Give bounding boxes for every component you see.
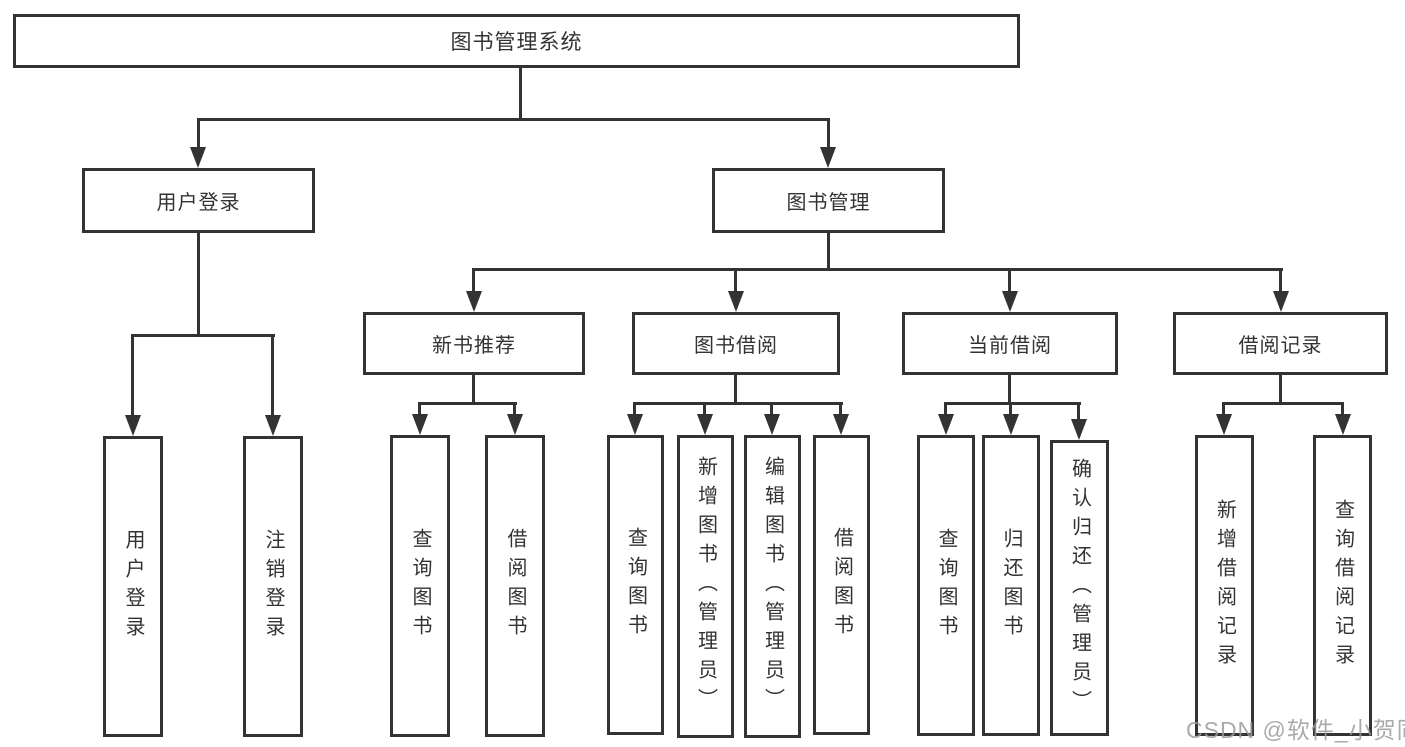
arrow-down-icon <box>190 147 206 168</box>
leaf-nbr-query-books: 查询图书 <box>390 435 450 737</box>
connector-level3-horizontal <box>472 268 1283 271</box>
node-current-borrowing: 当前借阅 <box>902 312 1118 375</box>
connector-book-mgmt-drop <box>827 120 830 150</box>
connector-mgmt-branch-stem <box>827 232 830 270</box>
leaf-cb-return-books-label: 归还图书 <box>1000 527 1022 644</box>
connector-new-book-drop <box>472 270 475 292</box>
connector-br-leaf2-drop <box>1341 404 1344 415</box>
connector-nbr-leaf2-drop <box>513 404 516 415</box>
leaf-bb-borrow-books: 借阅图书 <box>813 435 870 735</box>
connector-bb-leaf2-drop <box>703 404 706 415</box>
leaf-br-query-record-label: 查询借阅记录 <box>1331 498 1354 673</box>
leaf-cb-confirm-return-admin: 确认归还（管理员） <box>1050 440 1109 736</box>
arrow-down-icon <box>820 147 836 168</box>
node-current-borrowing-label: 当前借阅 <box>968 335 1052 357</box>
arrow-down-icon <box>627 414 643 435</box>
leaf-nbr-borrow-books-label: 借阅图书 <box>504 528 526 644</box>
connector-leaf-logout-drop <box>271 336 274 416</box>
connector-cb-leaf2-drop <box>1009 404 1012 415</box>
leaf-bb-query-books-label: 查询图书 <box>624 527 647 643</box>
connector-bb-leaf4-drop <box>839 404 842 415</box>
leaf-cb-query-books-label: 查询图书 <box>935 527 957 644</box>
connector-cb-leaf3-drop <box>1077 404 1080 419</box>
arrow-down-icon <box>1003 414 1019 435</box>
node-borrowing-records-label: 借阅记录 <box>1238 335 1323 357</box>
node-new-book-recommend-label: 新书推荐 <box>432 335 516 357</box>
node-root: 图书管理系统 <box>13 14 1020 68</box>
leaf-br-add-record: 新增借阅记录 <box>1195 435 1254 736</box>
node-book-borrowing: 图书借阅 <box>632 312 840 375</box>
connector-user-login-drop <box>197 120 200 150</box>
arrow-down-icon <box>1002 291 1018 312</box>
leaf-user-login-label: 用户登录 <box>122 528 144 645</box>
leaf-cb-confirm-return-admin-label: 确认归还（管理员） <box>1068 457 1091 719</box>
arrow-down-icon <box>125 415 141 436</box>
connector-br-leaf1-drop <box>1222 404 1225 415</box>
connector-leaf-user-login-drop <box>131 336 134 416</box>
leaf-cb-return-books: 归还图书 <box>982 435 1040 736</box>
leaf-logout-label: 注销登录 <box>262 528 284 645</box>
arrow-down-icon <box>466 291 482 312</box>
leaf-br-add-record-label: 新增借阅记录 <box>1213 498 1236 673</box>
connector-nbr-stem <box>472 373 475 404</box>
leaf-bb-edit-books-admin: 编辑图书（管理员） <box>744 435 801 738</box>
connector-level1-horizontal <box>197 118 830 121</box>
arrow-down-icon <box>728 291 744 312</box>
arrow-down-icon <box>507 414 523 435</box>
arrow-down-icon <box>697 414 713 435</box>
connector-bb-leaf3-drop <box>770 404 773 415</box>
node-book-borrowing-label: 图书借阅 <box>694 335 778 357</box>
connector-cb-horizontal <box>944 402 1081 405</box>
arrow-down-icon <box>938 414 954 435</box>
connector-cb-leaf1-drop <box>944 404 947 415</box>
connector-borrow-records-drop <box>1279 270 1282 292</box>
connector-cb-stem <box>1008 373 1011 404</box>
leaf-cb-query-books: 查询图书 <box>917 435 975 736</box>
connector-bb-horizontal <box>633 402 843 405</box>
leaf-bb-borrow-books-label: 借阅图书 <box>830 527 853 643</box>
arrow-down-icon <box>1216 414 1232 435</box>
leaf-nbr-query-books-label: 查询图书 <box>409 528 431 644</box>
connector-bb-leaf1-drop <box>633 404 636 415</box>
node-book-management-label: 图书管理 <box>786 192 871 214</box>
arrow-down-icon <box>412 414 428 435</box>
leaf-user-login: 用户登录 <box>103 436 163 737</box>
arrow-down-icon <box>764 414 780 435</box>
node-user-login-label: 用户登录 <box>156 192 241 214</box>
connector-current-borrow-drop <box>1008 270 1011 292</box>
node-user-login: 用户登录 <box>82 168 315 233</box>
arrow-down-icon <box>833 414 849 435</box>
csdn-watermark: CSDN @软件_小贺同学 <box>1186 717 1405 743</box>
connector-bb-stem <box>734 373 737 404</box>
leaf-bb-add-books-admin: 新增图书（管理员） <box>677 435 734 738</box>
arrow-down-icon <box>1335 414 1351 435</box>
connector-user-branch-horizontal <box>131 334 275 337</box>
connector-br-horizontal <box>1222 402 1344 405</box>
arrow-down-icon <box>265 415 281 436</box>
leaf-bb-add-books-admin-label: 新增图书（管理员） <box>694 456 717 717</box>
connector-br-stem <box>1279 373 1282 404</box>
node-new-book-recommend: 新书推荐 <box>363 312 585 375</box>
leaf-br-query-record: 查询借阅记录 <box>1313 435 1372 736</box>
leaf-logout: 注销登录 <box>243 436 303 737</box>
connector-book-borrow-drop <box>734 270 737 292</box>
node-book-management: 图书管理 <box>712 168 945 233</box>
connector-nbr-horizontal <box>418 402 517 405</box>
leaf-bb-query-books: 查询图书 <box>607 435 664 735</box>
leaf-nbr-borrow-books: 借阅图书 <box>485 435 545 737</box>
arrow-down-icon <box>1071 419 1087 440</box>
connector-nbr-leaf1-drop <box>418 404 421 415</box>
node-root-label: 图书管理系统 <box>450 31 583 54</box>
connector-user-branch-stem <box>197 232 200 336</box>
node-borrowing-records: 借阅记录 <box>1173 312 1388 375</box>
leaf-bb-edit-books-admin-label: 编辑图书（管理员） <box>761 456 784 717</box>
connector-root-stem <box>519 66 522 120</box>
arrow-down-icon <box>1273 291 1289 312</box>
